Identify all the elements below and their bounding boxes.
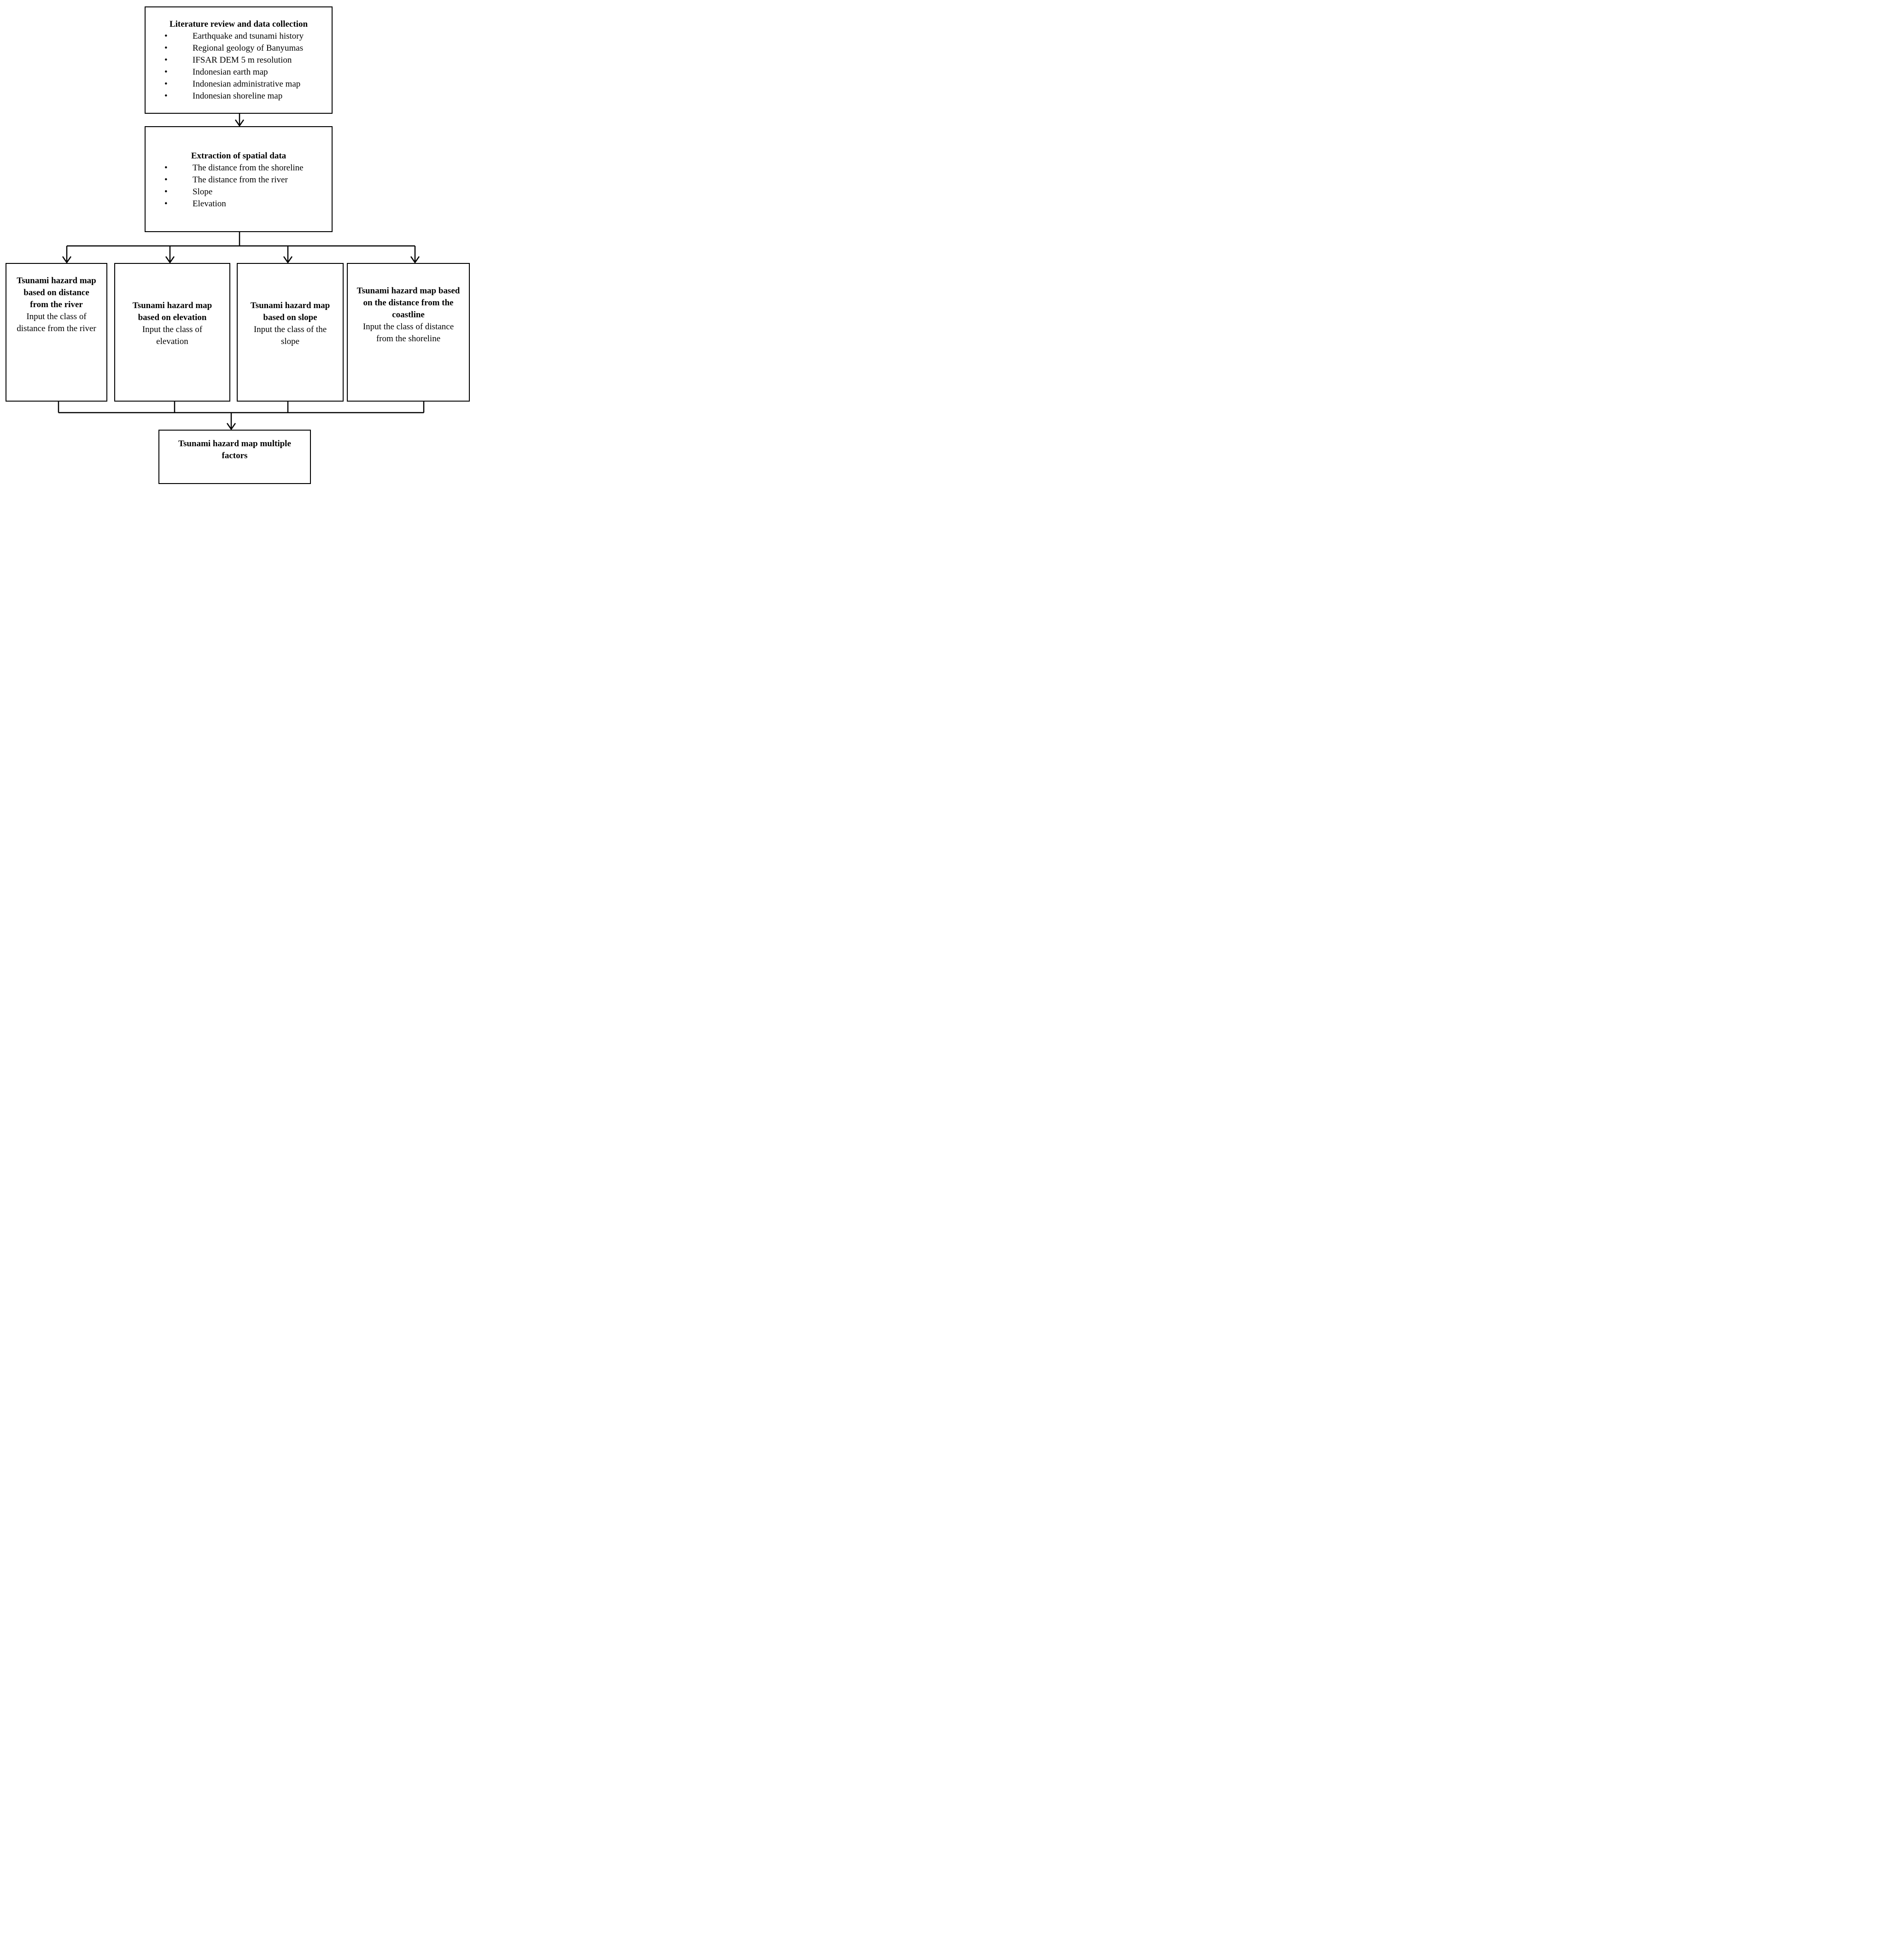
box-hazard-multiple-factors-title: Tsunami hazard map multiple factors bbox=[178, 439, 291, 461]
bullet-icon: • bbox=[164, 187, 168, 197]
arrow-branch-slope-head bbox=[283, 256, 293, 264]
list-item-text: Slope bbox=[193, 187, 213, 197]
bullet-icon: • bbox=[164, 43, 168, 53]
connector-overlay bbox=[58, 114, 425, 431]
box-hazard-slope-title: Tsunami hazard map based on slope bbox=[250, 301, 330, 322]
bullet-icon: • bbox=[164, 31, 168, 41]
list-item-text: Earthquake and tsunami history bbox=[193, 31, 304, 41]
box-hazard-slope-body: Input the class of the slope bbox=[253, 325, 327, 346]
arrow-branch-coastline-head bbox=[410, 256, 420, 264]
list-item: • Indonesian earth map bbox=[146, 66, 332, 78]
box-hazard-slope: Tsunami hazard map based on slope Input … bbox=[237, 263, 344, 402]
list-item: • IFSAR DEM 5 m resolution bbox=[146, 54, 332, 66]
list-item-text: IFSAR DEM 5 m resolution bbox=[193, 55, 292, 65]
box-hazard-elevation-body: Input the class of elevation bbox=[142, 325, 203, 346]
list-item-text: The distance from the river bbox=[193, 175, 288, 185]
box-hazard-elevation: Tsunami hazard map based on elevation In… bbox=[114, 263, 230, 402]
list-item: • Elevation bbox=[146, 198, 332, 210]
box-hazard-river-body: Input the class of distance from the riv… bbox=[17, 312, 96, 333]
box-hazard-river-title: Tsunami hazard map based on distance fro… bbox=[17, 276, 96, 309]
box-hazard-elevation-title: Tsunami hazard map based on elevation bbox=[132, 301, 212, 322]
flowchart-canvas: Literature review and data collection • … bbox=[0, 0, 474, 490]
list-item-text: Indonesian administrative map bbox=[193, 79, 301, 89]
list-item: • Indonesian shoreline map bbox=[146, 90, 332, 102]
list-item-text: Indonesian earth map bbox=[193, 67, 268, 77]
list-item-text: Indonesian shoreline map bbox=[193, 91, 283, 101]
box-hazard-coastline: Tsunami hazard map based on the distance… bbox=[347, 263, 470, 402]
box-hazard-river: Tsunami hazard map based on distance fro… bbox=[6, 263, 107, 402]
list-item: • Indonesian administrative map bbox=[146, 78, 332, 90]
box-hazard-coastline-title: Tsunami hazard map based on the distance… bbox=[357, 286, 460, 320]
box-hazard-coastline-body: Input the class of distance from the sho… bbox=[362, 322, 454, 344]
list-item-text: Elevation bbox=[193, 199, 226, 209]
bullet-icon: • bbox=[164, 55, 168, 65]
bullet-icon: • bbox=[164, 199, 168, 209]
bullet-icon: • bbox=[164, 175, 168, 185]
list-item: • Earthquake and tsunami history bbox=[146, 30, 332, 42]
bullet-icon: • bbox=[164, 79, 168, 89]
arrow-branch-elevation-head bbox=[165, 256, 175, 264]
arrow-branch-river-head bbox=[62, 256, 72, 264]
box-hazard-multiple-factors: Tsunami hazard map multiple factors bbox=[158, 430, 311, 484]
list-item: • Slope bbox=[146, 186, 332, 198]
box-extraction-title: Extraction of spatial data bbox=[191, 151, 286, 161]
arrow-merge-to-multiple-head bbox=[226, 423, 236, 431]
list-item-text: The distance from the shoreline bbox=[193, 163, 304, 173]
bullet-icon: • bbox=[164, 91, 168, 101]
bullet-icon: • bbox=[164, 67, 168, 77]
bullet-icon: • bbox=[164, 163, 168, 173]
arrow-lit-to-extraction-head bbox=[234, 119, 245, 127]
list-item-text: Regional geology of Banyumas bbox=[193, 43, 304, 53]
list-item: • The distance from the shoreline bbox=[146, 162, 332, 174]
list-item: • Regional geology of Banyumas bbox=[146, 42, 332, 54]
box-literature-title: Literature review and data collection bbox=[169, 19, 308, 29]
box-extraction-spatial-data: Extraction of spatial data • The distanc… bbox=[145, 126, 333, 232]
list-item: • The distance from the river bbox=[146, 174, 332, 186]
box-literature-review: Literature review and data collection • … bbox=[145, 6, 333, 114]
